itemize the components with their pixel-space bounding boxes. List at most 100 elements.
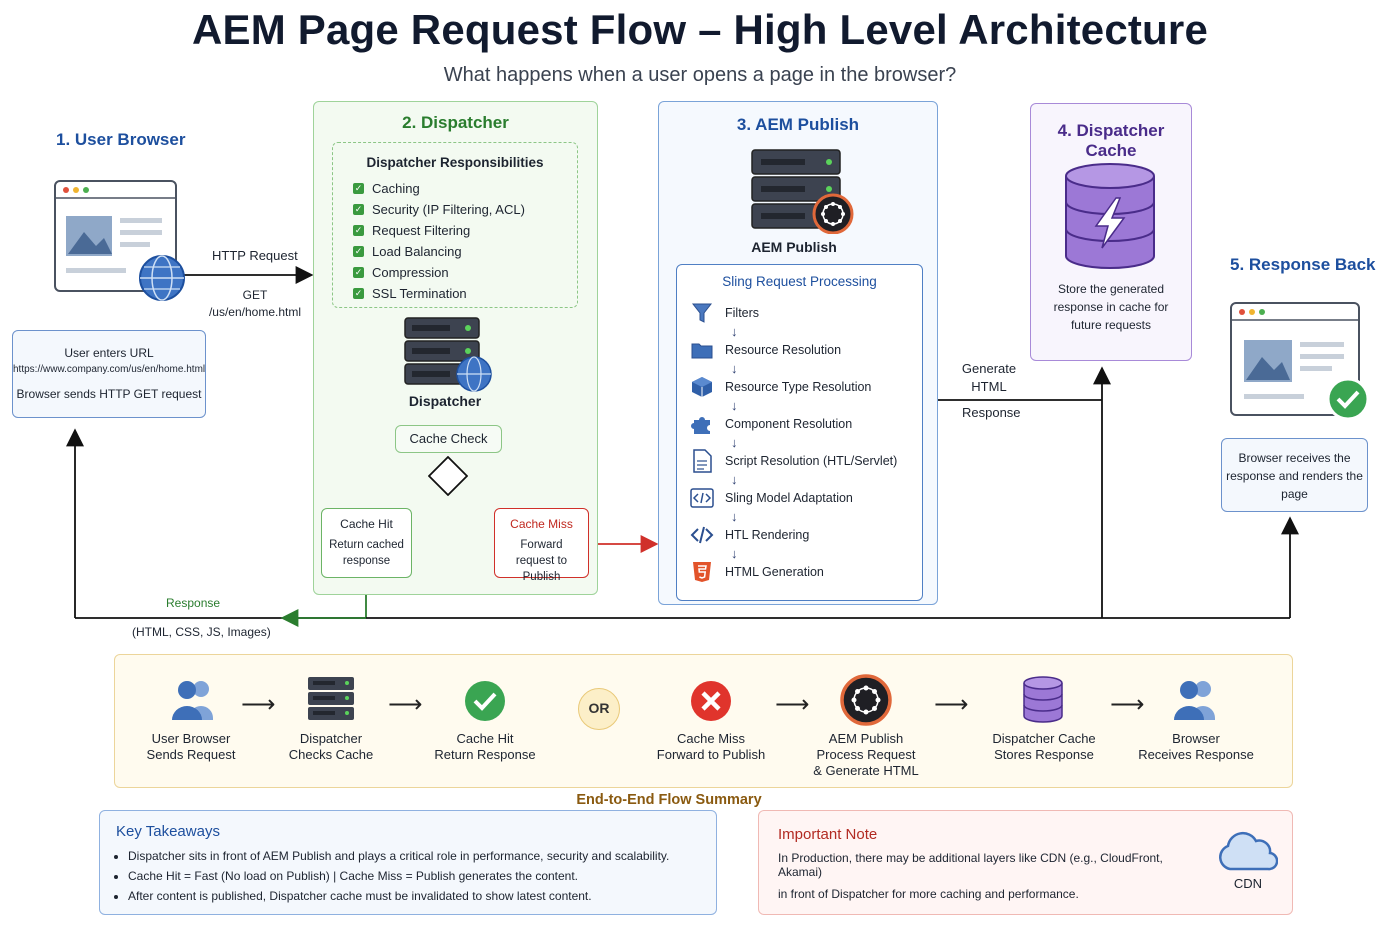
cache-miss-box: Cache Miss Forward request to Publish xyxy=(494,508,589,583)
down-arrow-icon: ↓ xyxy=(731,361,738,376)
response-line-label: Response xyxy=(166,596,221,610)
cube-icon xyxy=(689,376,715,398)
takeaway-item: Dispatcher sits in front of AEM Publish … xyxy=(128,849,716,863)
cache-hit-box: Cache Hit Return cached response xyxy=(321,508,412,578)
takeaway-item: After content is published, Dispatcher c… xyxy=(128,889,716,903)
x-circle-icon xyxy=(690,680,732,727)
browser-check-icon xyxy=(1230,302,1370,427)
or-badge: OR xyxy=(578,688,620,730)
cache-check-box: Cache Check xyxy=(395,425,502,453)
responsibilities-list: ✓Caching ✓Security (IP Filtering, ACL) ✓… xyxy=(333,178,577,304)
down-arrow-icon: ↓ xyxy=(731,435,738,450)
server-icon xyxy=(307,676,355,727)
check-icon: ✓ xyxy=(353,183,364,194)
check-icon: ✓ xyxy=(353,246,364,257)
summary-panel xyxy=(114,654,1293,788)
down-arrow-icon: ↓ xyxy=(731,546,738,561)
user-note-line1: User enters URL xyxy=(64,346,154,360)
database-lightning-icon xyxy=(1062,162,1158,277)
users-icon xyxy=(1172,678,1220,727)
arrow-right-icon: ⟶ xyxy=(934,691,969,718)
users-icon xyxy=(170,678,218,727)
down-arrow-icon: ↓ xyxy=(731,509,738,524)
browser-window-icon xyxy=(54,180,185,301)
important-note-panel: Important Note In Production, there may … xyxy=(758,810,1293,915)
arrow-right-icon: ⟶ xyxy=(388,691,423,718)
response-line-sub: (HTML, CSS, JS, Images) xyxy=(132,625,271,639)
note-title: Important Note xyxy=(778,826,878,843)
cache-title: 4. Dispatcher Cache xyxy=(1057,121,1165,160)
sling-step: Sling Model Adaptation xyxy=(689,486,922,510)
user-note-line2: Browser sends HTTP GET request xyxy=(16,387,202,401)
sling-processing-box: Sling Request Processing Filters ↓ Resou… xyxy=(676,264,923,601)
responsibility-item: ✓Request Filtering xyxy=(353,223,471,238)
takeaways-title: Key Takeaways xyxy=(116,823,220,840)
puzzle-icon xyxy=(689,413,715,435)
publish-title: 3. AEM Publish xyxy=(736,115,860,134)
generate-html-label: Generate HTML xyxy=(961,361,1017,394)
sling-step: Script Resolution (HTL/Servlet) xyxy=(689,449,922,473)
sling-steps: Filters ↓ Resource Resolution ↓ Resource… xyxy=(677,301,922,584)
get-label: GET xyxy=(242,288,268,302)
user-note-box: User enters URL https://www.company.com/… xyxy=(12,330,206,418)
arrow-right-icon: ⟶ xyxy=(775,691,810,718)
cdn-label: CDN xyxy=(1233,876,1263,891)
responsibility-item: ✓SSL Termination xyxy=(353,286,467,301)
response-back-title: 5. Response Back xyxy=(1230,255,1376,274)
sling-title: Sling Request Processing xyxy=(722,274,877,289)
takeaways-panel: Key Takeaways Dispatcher sits in front o… xyxy=(99,810,717,915)
document-icon xyxy=(689,449,715,473)
dispatcher-responsibilities: Dispatcher Responsibilities ✓Caching ✓Se… xyxy=(332,142,578,308)
cache-miss-title: Cache Miss xyxy=(510,517,573,531)
html5-icon xyxy=(689,561,715,583)
user-browser-title: 1. User Browser xyxy=(56,130,186,149)
cache-miss-text: Forward request to Publish xyxy=(515,539,568,583)
arrow-right-icon: ⟶ xyxy=(1110,691,1145,718)
takeaway-item: Cache Hit = Fast (No load on Publish) | … xyxy=(128,869,716,883)
down-arrow-icon: ↓ xyxy=(731,324,738,339)
aem-icon xyxy=(840,674,892,731)
arrow-right-icon: ⟶ xyxy=(241,691,276,718)
down-arrow-icon: ↓ xyxy=(731,398,738,413)
note-line2: in front of Dispatcher for more caching … xyxy=(778,887,1079,901)
aem-server-icon xyxy=(751,148,857,239)
sling-step: Resource Resolution xyxy=(689,338,922,362)
dispatcher-server-icon xyxy=(404,316,494,397)
folder-icon xyxy=(689,339,715,361)
responsibility-item: ✓Load Balancing xyxy=(353,244,462,259)
sling-step: HTML Generation xyxy=(689,560,922,584)
sling-step: Resource Type Resolution xyxy=(689,375,922,399)
funnel-icon xyxy=(689,302,715,324)
request-path: /us/en/home.html xyxy=(208,305,302,319)
sling-step: Filters xyxy=(689,301,922,325)
check-icon: ✓ xyxy=(353,204,364,215)
user-note-url: https://www.company.com/us/en/home.html xyxy=(13,364,206,375)
page-title: AEM Page Request Flow – High Level Archi… xyxy=(191,6,1209,53)
sling-step: HTL Rendering xyxy=(689,523,922,547)
response-back-box: Browser receives the response and render… xyxy=(1221,438,1368,512)
responsibility-item: ✓Compression xyxy=(353,265,449,280)
check-icon: ✓ xyxy=(353,225,364,236)
responsibility-item: ✓Security (IP Filtering, ACL) xyxy=(353,202,525,217)
takeaways-list: Dispatcher sits in front of AEM Publish … xyxy=(128,849,716,903)
http-request-label: HTTP Request xyxy=(212,248,298,263)
dispatcher-server-label: Dispatcher xyxy=(408,393,482,409)
cloud-icon xyxy=(1216,829,1279,878)
down-arrow-icon: ↓ xyxy=(731,472,738,487)
check-circle-icon xyxy=(464,680,506,727)
responsibility-item: ✓Caching xyxy=(353,181,420,196)
code-box-icon xyxy=(689,487,715,509)
responsibilities-title: Dispatcher Responsibilities xyxy=(366,155,544,170)
cache-hit-text: Return cached response xyxy=(329,539,404,567)
note-line1: In Production, there may be additional l… xyxy=(778,851,1163,879)
check-icon: ✓ xyxy=(353,288,364,299)
aem-server-label: AEM Publish xyxy=(751,239,837,255)
dispatcher-title: 2. Dispatcher xyxy=(402,113,509,132)
